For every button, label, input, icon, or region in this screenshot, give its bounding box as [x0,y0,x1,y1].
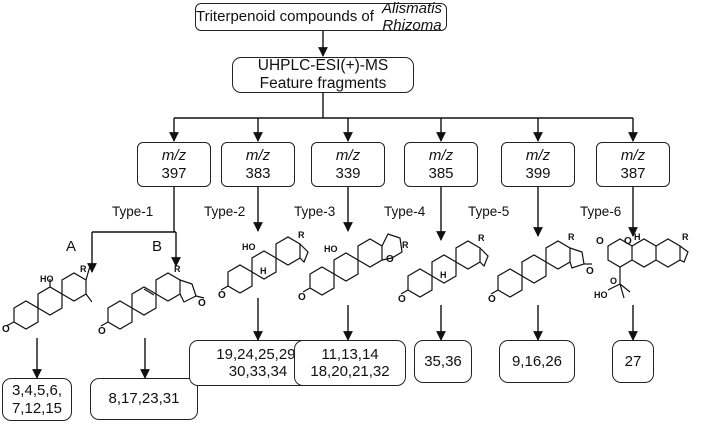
method-box: UHPLC-ESI(+)-MS Feature fragments [232,57,414,93]
r-label: R [298,230,305,240]
mz-value: 397 [161,164,187,182]
mz-box-387: m/z 387 [596,142,670,187]
mz-value: 385 [428,164,454,182]
compound-line: 18,20,21,32 [310,363,390,380]
ring-oxygen-label: O [624,236,632,247]
compounds-type-5: 9,16,26 [499,340,575,383]
compound-line: 30,33,34 [228,363,288,380]
h-label: H [440,270,447,280]
r-label: R [568,232,575,242]
mz-value: 383 [245,164,271,182]
compound-line: 9,16,26 [511,352,563,370]
compound-line: 7,12,15 [11,399,63,417]
r-label: R [682,232,689,242]
ho-label: HO [324,244,338,254]
compounds-type-6: 27 [612,340,654,383]
mz-value: 399 [525,164,551,182]
compounds-type-1b: 8,17,23,31 [90,378,198,420]
compounds-type-3: 11,13,14 18,20,21,32 [294,340,406,386]
title-text: Triterpenoid compounds of [196,8,379,26]
r-label: R [478,233,485,243]
title-box: Triterpenoid compounds of Alismatis Rhiz… [195,0,447,34]
mz-value: 387 [620,164,646,182]
compounds-type-4: 35,36 [414,340,472,383]
oxo-label: O [488,294,496,305]
mz-label: m/z [335,147,361,165]
oh-label: O [610,276,617,286]
compound-line: 8,17,23,31 [108,390,180,408]
mz-label: m/z [525,147,551,165]
mz-box-397: m/z 397 [137,142,211,187]
compound-line: 27 [624,352,642,370]
mz-label: m/z [620,147,646,165]
mz-box-339: m/z 339 [311,142,385,187]
type-label-3: Type-3 [294,204,336,219]
r-label: R [80,264,87,274]
oxo-label: O [2,324,10,335]
hooc-label: HO [594,290,608,300]
oxo-label: O [98,326,106,337]
type-label-2: Type-2 [204,204,246,219]
type-label-6: Type-6 [580,204,622,219]
structure-type-1a: O HO R [2,264,92,335]
oxo-label: O [218,290,226,300]
mz-label: m/z [428,147,454,165]
type-label-5: Type-5 [468,204,510,219]
oxo-label: O [596,236,604,247]
mz-box-399: m/z 399 [501,142,575,187]
method-text: UHPLC-ESI(+)-MS Feature fragments [257,57,389,92]
ho-label: HO [242,242,256,252]
mz-value: 339 [335,164,361,182]
ho-label: HO [40,274,54,284]
mz-label: m/z [245,147,271,165]
mz-box-383: m/z 383 [221,142,295,187]
r-label: R [402,240,408,250]
structure-type-5: O R O [488,232,594,305]
h-label: H [634,232,641,242]
structure-type-1b: O R O [98,264,206,337]
type-label-4: Type-4 [384,204,426,219]
compound-line: 3,4,5,6, [11,382,63,400]
structure-type-6: O O H R HO O [594,232,689,300]
oxygen-label: O [386,254,394,265]
oxo-label: O [298,292,306,303]
r-label: R [174,264,181,274]
structure-type-4: O R H [398,233,489,305]
oxo-label: O [586,266,594,277]
h-label: H [260,266,267,276]
branch-label-b: B [152,238,163,255]
oxo-label: O [198,298,206,309]
compound-line: 19,24,25,29, [216,345,300,363]
compounds-type-1a: 3,4,5,6, 7,12,15 [2,378,72,421]
branch-label-a: A [66,238,77,255]
structure-type-3: O HO O R [298,233,408,303]
oxo-label: O [398,294,406,305]
mz-box-385: m/z 385 [404,142,478,187]
compound-line: 11,13,14 [321,345,379,363]
title-italic-text: Alismatis Rhizoma [382,0,443,34]
type-label-1: Type-1 [112,204,154,219]
mz-label: m/z [161,147,187,165]
compound-line: 35,36 [424,352,462,370]
structure-type-2: O HO R H [218,230,309,300]
